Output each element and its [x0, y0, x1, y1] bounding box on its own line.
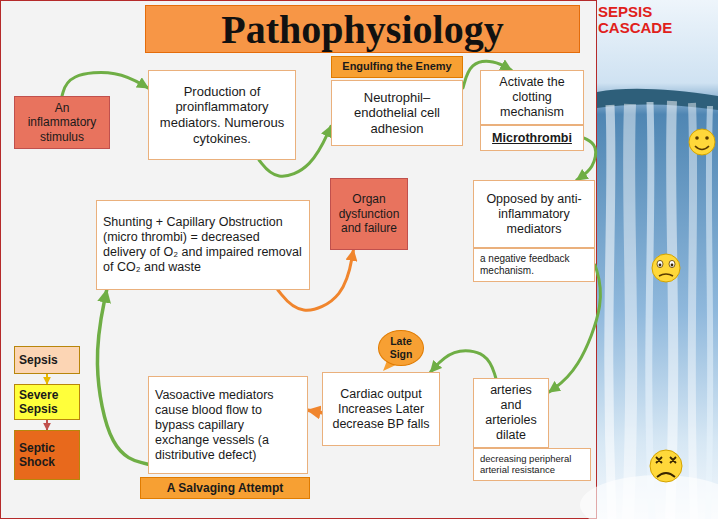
node-text: An inflammatory stimulus	[21, 101, 103, 144]
node-text: a negative feedback mechanism.	[480, 253, 588, 277]
process-box: Shunting + Capillary Obstruction (micro …	[96, 200, 310, 290]
flow-arrow	[308, 410, 322, 412]
cliff-edge	[597, 89, 718, 110]
flow-arrow	[549, 265, 601, 392]
tag-label: A Salvaging Attempt	[140, 477, 310, 499]
node-text: Production of proinflammatory mediators.…	[155, 84, 289, 146]
water-streak	[692, 103, 694, 519]
face-pupil	[671, 264, 674, 267]
node-text: Septic Shock	[19, 441, 75, 470]
callout-bubble: Late Sign	[378, 330, 424, 366]
water-streak	[649, 102, 652, 519]
node-text: Severe Sepsis	[19, 388, 75, 417]
water-streak	[609, 105, 612, 519]
sad-face	[650, 450, 682, 482]
outcome-box: Organ dysfunction and failure	[330, 178, 408, 250]
waterfall-photo	[597, 0, 718, 519]
face-eye	[705, 136, 709, 140]
process-box: Neutrophil– endothelial cell adhesion	[331, 80, 463, 146]
face-eye	[657, 260, 663, 267]
process-box: Opposed by anti-inflammatory mediators	[473, 180, 595, 248]
node-text: Engulfing the Enemy	[336, 60, 458, 73]
node-text: Neutrophil– endothelial cell adhesion	[338, 90, 456, 137]
process-box: Activate the clotting mechanism	[480, 70, 584, 125]
node-text: Shunting + Capillary Obstruction (micro …	[103, 215, 303, 275]
image-caption: SEPSIS CASCADE	[598, 4, 716, 36]
node-text: Activate the clotting mechanism	[487, 75, 577, 120]
mist	[580, 475, 718, 519]
worried-face	[652, 254, 680, 282]
face-eye	[656, 457, 676, 463]
flow-arrow	[97, 290, 148, 464]
water-streak	[628, 104, 631, 519]
note-box: a negative feedback mechanism.	[473, 248, 595, 282]
water-streak	[708, 106, 710, 519]
face-mouth	[695, 146, 709, 150]
node-text: Late Sign	[382, 335, 420, 360]
stage-band: Septic Shock	[14, 430, 80, 480]
face-eye	[695, 136, 699, 140]
node-text: Opposed by anti-inflammatory mediators	[480, 192, 588, 237]
process-box: arteries and arterioles dilate	[473, 378, 549, 448]
note-box: decreasing peripheral arterial resistanc…	[473, 448, 591, 481]
result-box: Microthrombi	[480, 125, 584, 151]
flow-arrow	[46, 374, 48, 384]
stage-band: Sepsis	[14, 346, 80, 374]
face-eye	[669, 260, 675, 267]
face-pupil	[659, 264, 662, 267]
stage-band: Severe Sepsis	[14, 384, 80, 420]
stimulus-box: An inflammatory stimulus	[14, 96, 110, 149]
face-mouth	[657, 473, 675, 477]
face-mouth	[659, 274, 673, 276]
node-text: A Salvaging Attempt	[145, 481, 305, 495]
process-box: Production of proinflammatory mediators.…	[148, 70, 296, 160]
tag-label: Engulfing the Enemy	[331, 56, 463, 78]
node-text: Sepsis	[19, 353, 75, 367]
happy-face	[689, 129, 715, 155]
node-text: Organ dysfunction and failure	[337, 192, 401, 235]
process-box: Vasoactive mediators cause blood flow to…	[148, 376, 308, 474]
node-text: arteries and arterioles dilate	[480, 383, 542, 443]
page-panel	[1, 1, 597, 519]
flow-arrow	[62, 73, 148, 96]
process-box: Cardiac output Increases Later decrease …	[322, 372, 440, 446]
node-text: Vasoactive mediators cause blood flow to…	[155, 388, 301, 463]
flow-arrow	[431, 351, 496, 378]
flow-arrow	[46, 420, 48, 430]
node-text: decreasing peripheral arterial resistanc…	[480, 453, 584, 476]
node-text: Cardiac output Increases Later decrease …	[329, 387, 433, 432]
title-banner: Pathophysiology	[145, 5, 580, 53]
node-text: Microthrombi	[487, 131, 577, 146]
